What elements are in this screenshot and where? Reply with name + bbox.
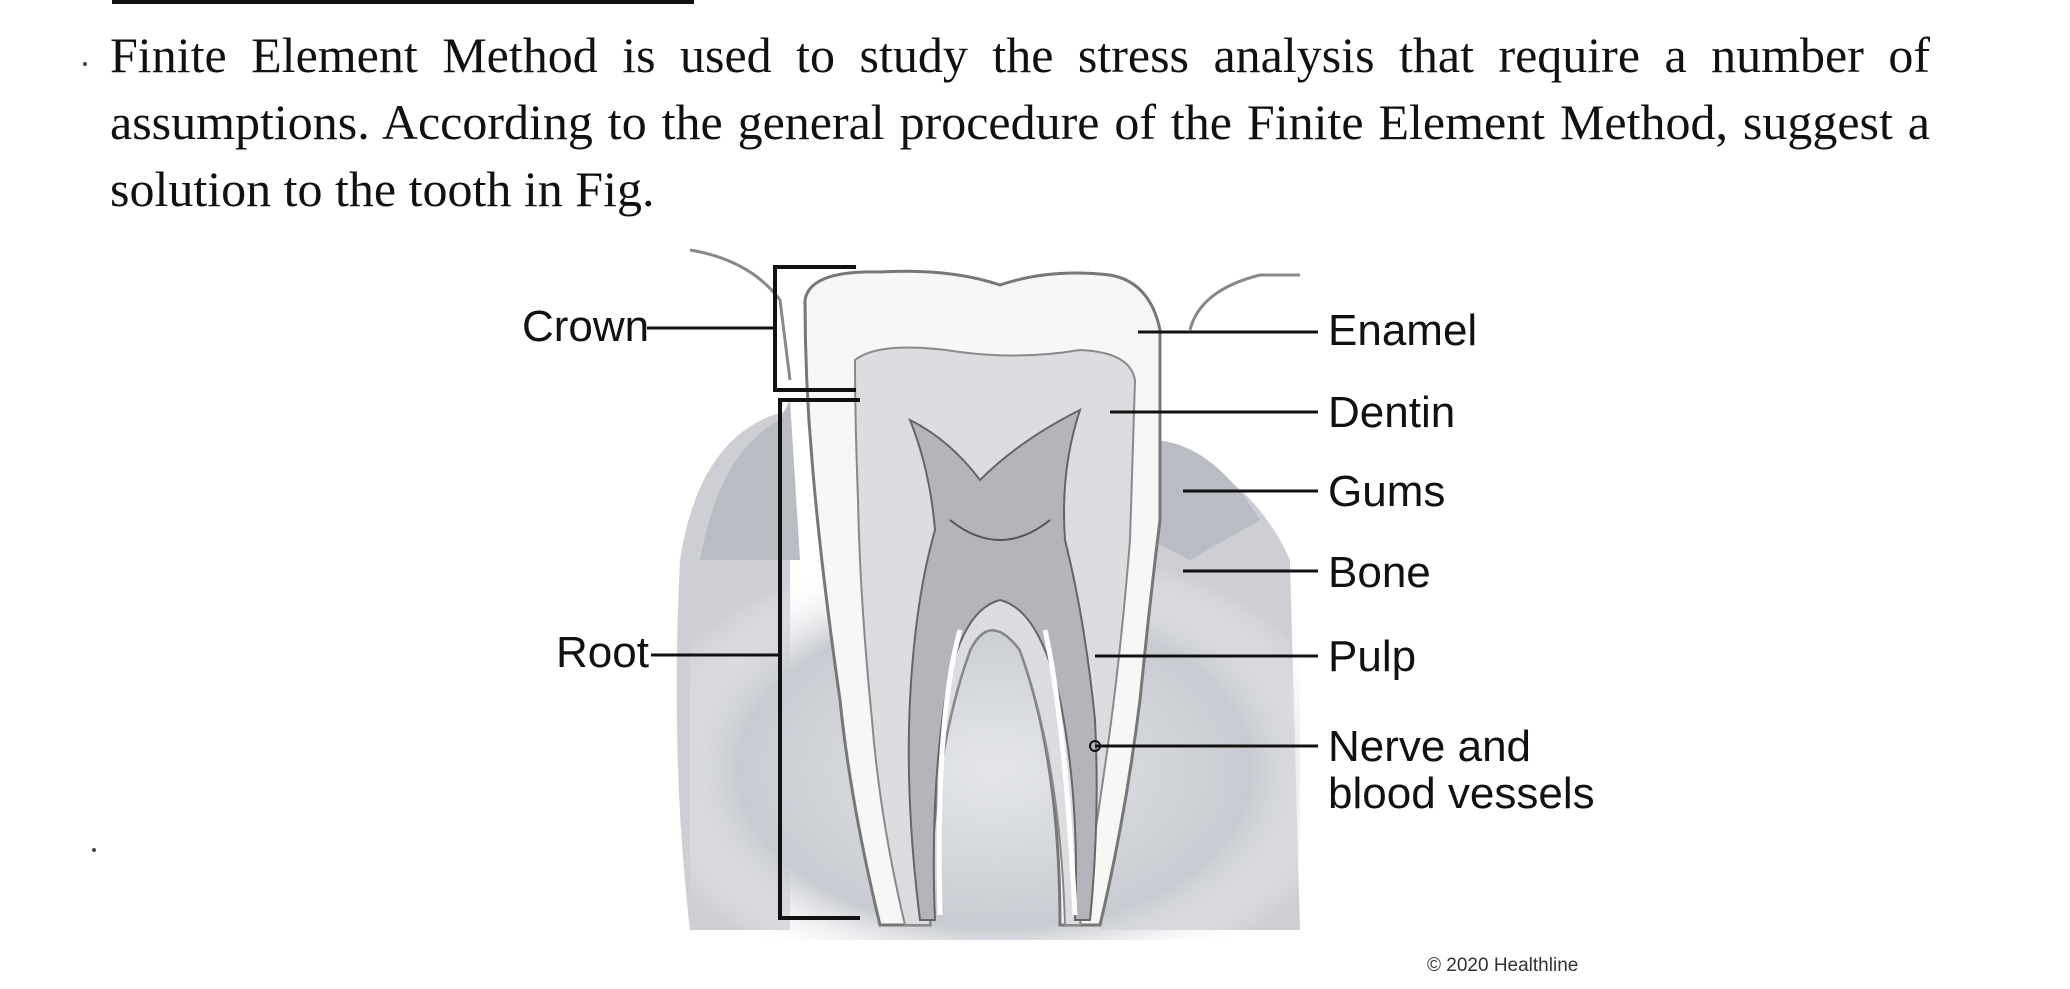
canal-line-right — [1042, 629, 1078, 916]
nerve-leader-dot — [1089, 740, 1101, 752]
label-gums: Gums — [1328, 467, 1445, 516]
label-pulp: Pulp — [1328, 632, 1416, 681]
root-bracket — [778, 398, 860, 920]
nerve-line — [949, 519, 1051, 541]
label-nerve-line-1: Nerve and — [1328, 722, 1531, 771]
top-rule — [112, 0, 694, 4]
canal-line-left — [936, 629, 963, 916]
label-dentin: Dentin — [1328, 388, 1455, 437]
neighbor-tooth-right — [1188, 273, 1300, 331]
stray-dot — [92, 848, 96, 852]
question-text: Finite Element Method is used to study t… — [110, 22, 1930, 223]
question-line-3: solution to the tooth in Fig. — [110, 161, 655, 217]
label-bone: Bone — [1328, 548, 1431, 597]
copyright-text: © 2020 Healthline — [1427, 955, 1578, 976]
question-line-2: assumptions. According to the general pr… — [110, 94, 1930, 150]
pulp-chamber — [907, 408, 1098, 921]
gum-left — [700, 400, 800, 560]
question-line-1: Finite Element Method is used to study t… — [110, 27, 1930, 83]
label-root: Root — [556, 628, 649, 677]
label-nerve-line-2: blood vessels — [1328, 769, 1595, 818]
label-crown: Crown — [522, 302, 649, 351]
bullet-dot — [83, 62, 87, 66]
label-enamel: Enamel — [1328, 306, 1477, 355]
neighbor-tooth-left — [689, 248, 792, 381]
gum-right — [1150, 440, 1260, 560]
